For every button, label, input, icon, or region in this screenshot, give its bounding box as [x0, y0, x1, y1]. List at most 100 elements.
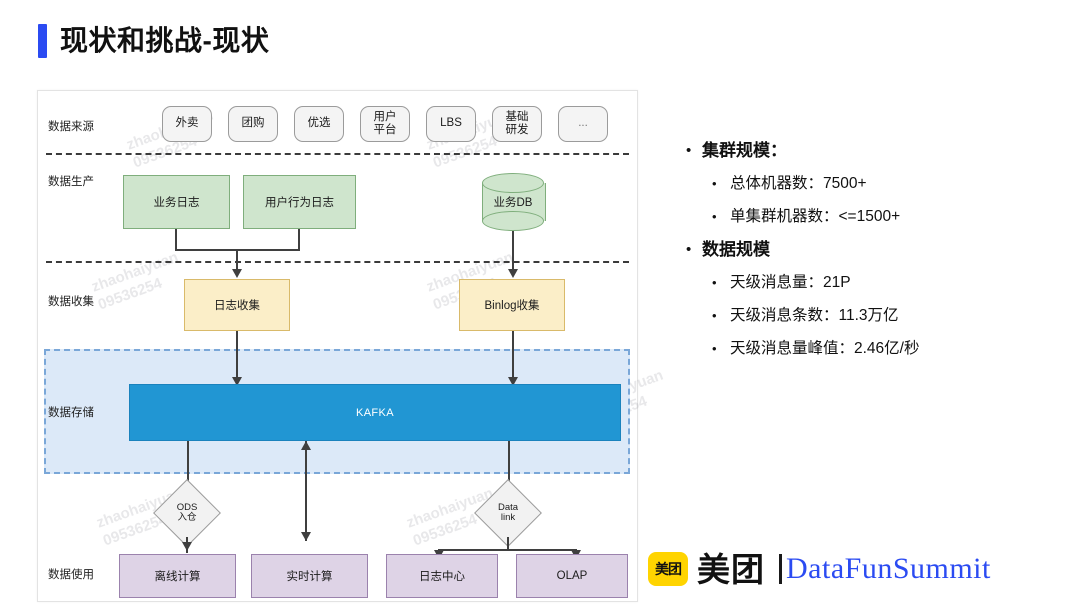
- bullet-level2: • 天级消息量峰值：2.46亿/秒: [712, 338, 1066, 360]
- box-business-log[interactable]: 业务日志: [123, 175, 230, 229]
- source-pill-tuangou[interactable]: 团购: [228, 106, 278, 142]
- connector-line: [512, 331, 514, 379]
- page-title: 现状和挑战-现状: [38, 24, 269, 58]
- box-label: KAFKA: [355, 406, 395, 419]
- bullet-dot-icon: •: [712, 176, 717, 191]
- connector-line: [236, 249, 238, 271]
- bullet-text: 总体机器数：7500+: [730, 175, 867, 192]
- source-pill-label: 团购: [241, 117, 265, 130]
- bullet-dot-icon: •: [686, 241, 692, 258]
- bullet-text: 天级消息量：21P: [730, 274, 851, 291]
- arrow-down-icon: [301, 532, 311, 541]
- row-label-data-storage: 数据存储: [48, 407, 94, 419]
- box-realtime-compute[interactable]: 实时计算: [251, 554, 368, 598]
- source-pill-label: LBS: [440, 117, 462, 130]
- arrow-down-icon: [182, 542, 192, 551]
- connector-line: [187, 441, 189, 487]
- bullet-dot-icon: •: [712, 341, 717, 356]
- bullet-dot-icon: •: [712, 275, 717, 290]
- diamond-ods-ingest[interactable]: ODS 入仓: [153, 479, 221, 547]
- row-divider: [46, 261, 629, 263]
- connector-line: [236, 331, 238, 379]
- bullet-text: 单集群机器数：<=1500+: [730, 208, 901, 225]
- source-pill-label-line2: 研发: [505, 124, 529, 136]
- box-kafka[interactable]: KAFKA: [129, 384, 621, 441]
- connector-line-bidirectional: [305, 441, 307, 541]
- bullet-level2: • 单集群机器数：<=1500+: [712, 206, 1066, 228]
- diamond-label: ODS 入仓: [176, 502, 198, 523]
- box-label: 日志中心: [419, 571, 465, 583]
- bullet-dot-icon: •: [686, 142, 692, 159]
- arrow-up-icon: [301, 441, 311, 450]
- source-pill-label: 优选: [307, 117, 331, 130]
- bullet-level1: • 数据规模: [686, 239, 1066, 261]
- row-label-data-usage: 数据使用: [48, 569, 94, 581]
- meituan-badge-text: 美团: [655, 561, 682, 577]
- arrow-down-icon: [508, 269, 518, 278]
- arrow-down-icon: [232, 269, 242, 278]
- diamond-label: Data link: [497, 502, 519, 523]
- connector-line: [507, 537, 509, 551]
- box-label: 离线计算: [154, 571, 201, 583]
- connector-line: [508, 441, 510, 487]
- arrow-down-icon: [232, 377, 242, 386]
- source-pill-label: ...: [578, 117, 588, 130]
- box-label: 实时计算: [286, 571, 333, 583]
- connector-line: [512, 231, 514, 271]
- bullet-level2: • 天级消息条数：11.3万亿: [712, 305, 1066, 327]
- source-pill-lbs[interactable]: LBS: [426, 106, 476, 142]
- source-pill-user-platform[interactable]: 用户 平台: [360, 106, 410, 142]
- footer-logos: 美团 美团 DataFunSummit: [648, 552, 991, 586]
- divider-bar: [779, 554, 782, 584]
- bullet-level2: • 总体机器数：7500+: [712, 173, 1066, 195]
- meituan-wordmark: 美团: [697, 550, 765, 588]
- source-pill-label-line1: 基础: [505, 110, 529, 123]
- connector-line: [438, 549, 577, 551]
- bullet-list: • 集群规模： • 总体机器数：7500+ • 单集群机器数：<=1500+ •…: [686, 140, 1066, 371]
- meituan-logo-badge: 美团: [648, 552, 688, 586]
- source-pill-label-line2: 平台: [373, 124, 397, 136]
- box-label: 用户行为日志: [265, 197, 334, 209]
- box-log-center[interactable]: 日志中心: [386, 554, 498, 598]
- row-label-data-collection: 数据收集: [48, 296, 94, 308]
- cylinder-top: [482, 173, 544, 193]
- box-label: OLAP: [556, 570, 588, 582]
- bullet-text: 天级消息条数：11.3万亿: [730, 307, 899, 324]
- cylinder-business-db[interactable]: 业务DB: [482, 173, 546, 231]
- source-pill-label: 外卖: [175, 117, 199, 130]
- datafunsummit-logo: DataFunSummit: [786, 552, 991, 585]
- box-binlog-collect[interactable]: Binlog收集: [459, 279, 565, 331]
- box-label: 业务日志: [153, 197, 200, 209]
- title-accent-bar: [38, 24, 47, 58]
- diamond-data-link[interactable]: Data link: [474, 479, 542, 547]
- row-label-data-production: 数据生产: [48, 176, 94, 188]
- title-text: 现状和挑战-现状: [60, 25, 270, 56]
- box-offline-compute[interactable]: 离线计算: [119, 554, 236, 598]
- bullet-text: 天级消息量峰值：2.46亿/秒: [730, 340, 920, 357]
- cylinder-label: 业务DB: [493, 197, 533, 209]
- box-label: 日志收集: [214, 300, 260, 312]
- source-pill-infrastructure-rd[interactable]: 基础 研发: [492, 106, 542, 142]
- bullet-text: 集群规模：: [702, 141, 787, 160]
- source-pill-label-line1: 用户: [373, 110, 397, 123]
- arrow-down-icon: [508, 377, 518, 386]
- connector-line: [298, 229, 300, 251]
- row-label-data-source: 数据来源: [48, 121, 94, 133]
- bullet-level2: • 天级消息量：21P: [712, 272, 1066, 294]
- connector-line: [175, 229, 177, 251]
- source-pill-youxuan[interactable]: 优选: [294, 106, 344, 142]
- source-pill-waimai[interactable]: 外卖: [162, 106, 212, 142]
- box-label: Binlog收集: [484, 300, 540, 312]
- bullet-text: 数据规模: [702, 240, 770, 259]
- box-olap[interactable]: OLAP: [516, 554, 628, 598]
- bullet-dot-icon: •: [712, 209, 717, 224]
- cylinder-bottom: [482, 211, 544, 231]
- source-pill-more[interactable]: ...: [558, 106, 608, 142]
- box-log-collect[interactable]: 日志收集: [184, 279, 290, 331]
- row-divider: [46, 153, 629, 155]
- bullet-dot-icon: •: [712, 308, 717, 323]
- box-user-behavior-log[interactable]: 用户行为日志: [243, 175, 356, 229]
